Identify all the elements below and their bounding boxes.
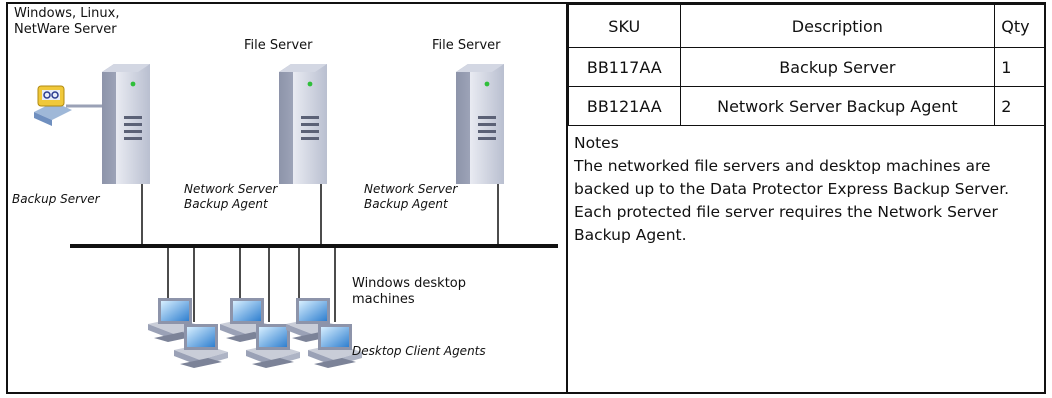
table-header-row: SKU Description Qty	[568, 4, 1044, 48]
cell-description: Backup Server	[679, 47, 996, 87]
network-diagram: Windows, Linux, NetWare Server File Serv…	[8, 4, 566, 392]
cell-qty: 1	[994, 47, 1044, 87]
file-server-label: File Server	[432, 38, 501, 53]
panel-divider	[566, 4, 568, 392]
cell-sku: BB117AA	[568, 47, 681, 87]
frame: Windows, Linux, NetWare Server File Serv…	[6, 2, 1046, 394]
server-icon	[102, 64, 150, 184]
file-server-label: File Server	[244, 38, 313, 53]
server-icon	[279, 64, 327, 184]
server-icon	[456, 64, 504, 184]
tape-drive-icon	[34, 85, 72, 126]
cell-description: Network Server Backup Agent	[679, 86, 996, 126]
header-sku: SKU	[568, 4, 681, 48]
cell-qty: 2	[994, 86, 1044, 126]
client-agents-label: Desktop Client Agents	[352, 344, 486, 358]
diagram-canvas	[34, 64, 558, 368]
server-os-label: Windows, Linux, NetWare Server	[14, 6, 120, 37]
header-description: Description	[679, 4, 996, 48]
network-backbone	[70, 244, 558, 248]
cell-sku: BB121AA	[568, 86, 681, 126]
desktops-label: Windows desktop machines	[352, 276, 467, 307]
notes-body: The networked file servers and desktop m…	[574, 157, 1010, 244]
sku-table: SKU Description Qty BB117AA Backup Serve…	[568, 4, 1044, 126]
table-row: BB117AA Backup Server 1	[568, 47, 1044, 87]
notes-title: Notes	[574, 134, 619, 152]
network-agent-label: Network Server Backup Agent	[364, 182, 458, 211]
spec-panel: SKU Description Qty BB117AA Backup Serve…	[568, 4, 1044, 392]
notes-section: Notes The networked file servers and des…	[574, 132, 1044, 247]
backup-server-label: Backup Server	[12, 192, 100, 206]
table-row: BB121AA Network Server Backup Agent 2	[568, 86, 1044, 126]
network-agent-label: Network Server Backup Agent	[184, 182, 278, 211]
header-qty: Qty	[994, 4, 1044, 48]
